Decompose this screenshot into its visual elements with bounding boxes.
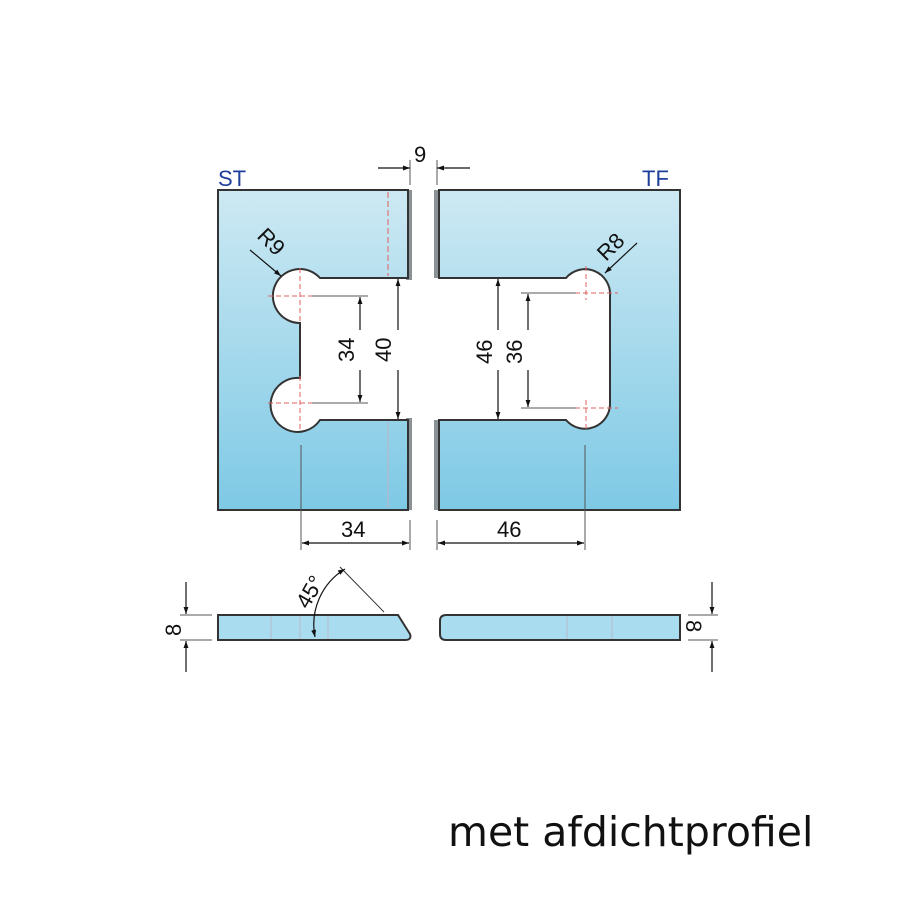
caption: met afdichtprofiel [448, 808, 814, 856]
dimension-right-inner-height: 36 [502, 340, 527, 364]
dimension-left-thickness: 8 [161, 624, 186, 636]
part-label-tf: TF [642, 166, 669, 191]
right-plate-tf [434, 189, 681, 511]
part-label-st: ST [218, 166, 246, 191]
dimension-notch-depths: 34 46 [300, 445, 586, 550]
dimension-right-outer-height: 46 [472, 340, 497, 364]
dimension-gap: 9 [378, 142, 470, 185]
dimension-right-thickness: 8 [681, 620, 706, 632]
dimension-chamfer-angle: 45° [291, 571, 329, 612]
dimension-left-heights: 34 40 [312, 279, 401, 419]
dimension-right-notch-depth: 46 [497, 517, 521, 542]
dimension-left-inner-height: 34 [334, 338, 359, 362]
dimension-left-outer-height: 40 [371, 338, 396, 362]
dimension-right-heights: 46 36 [472, 279, 576, 419]
dimension-gap-value: 9 [414, 142, 426, 167]
left-plate-st [217, 189, 412, 511]
right-side-view: 8 [439, 582, 718, 672]
left-side-view: 45° 8 [161, 566, 412, 672]
dimension-left-notch-depth: 34 [341, 517, 365, 542]
